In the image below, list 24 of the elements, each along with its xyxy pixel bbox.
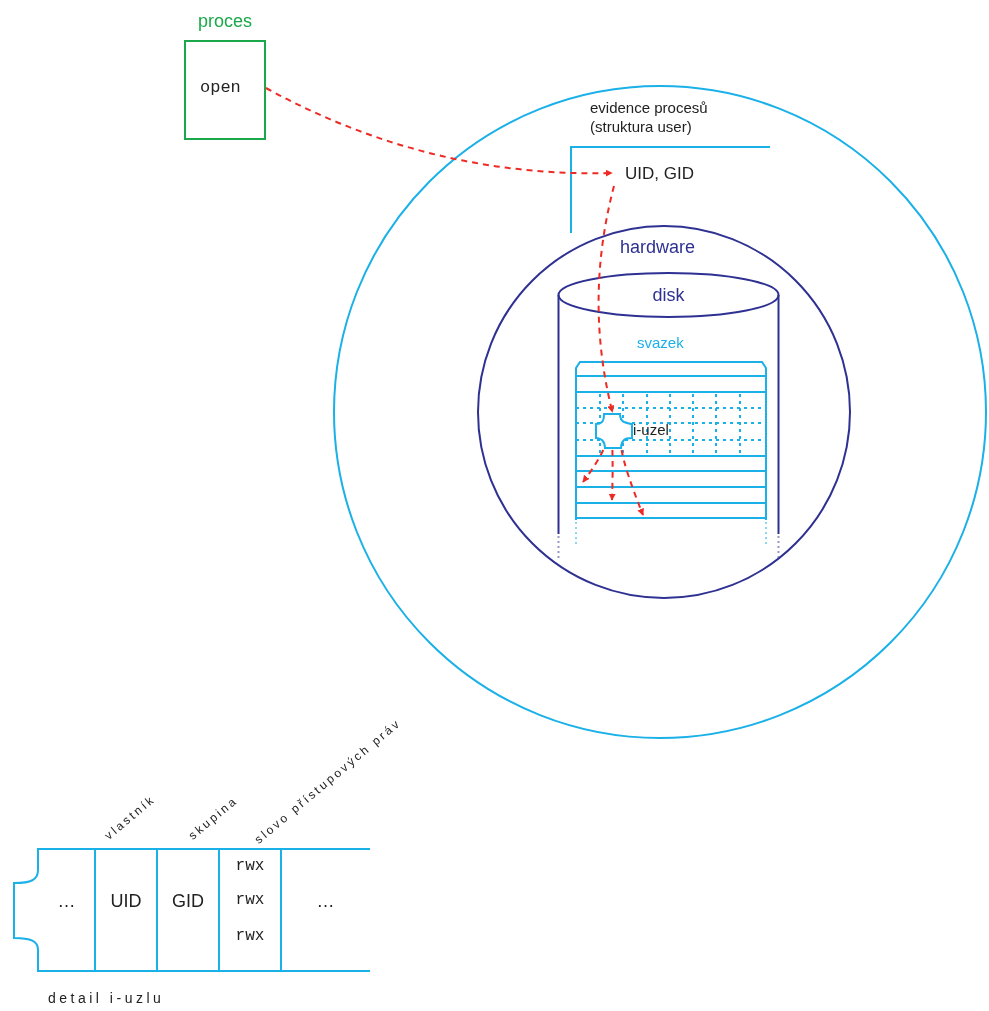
structure-title: evidence procesů (struktura user) [590,98,709,136]
field-text: … [315,890,336,913]
volume-grid [575,334,767,544]
field-text: rwx [234,890,266,911]
hardware-circle [476,224,852,600]
inode-label: i-uzel [633,420,669,440]
dashed-arrow [608,449,616,501]
volume-label: svazek [637,333,684,353]
field-text: UID [109,890,143,913]
hardware-label: hardware [620,236,696,259]
call-text: open [200,77,241,99]
side-label: detail i-uzlu [48,989,165,1008]
field-text: rwx [234,856,266,877]
dashed-arrow [620,449,644,516]
field-text: GID [171,890,205,913]
process-heading: proces [197,10,253,33]
field-text: UID, GID [625,163,694,185]
dashed-arrow [265,87,613,177]
disk-cylinder [557,272,780,558]
dashed-arrow [597,185,615,413]
field-text: rwx [234,926,266,947]
dashed-arrow [582,449,605,483]
field-text: … [56,890,77,913]
disk-label: disk [651,284,686,307]
